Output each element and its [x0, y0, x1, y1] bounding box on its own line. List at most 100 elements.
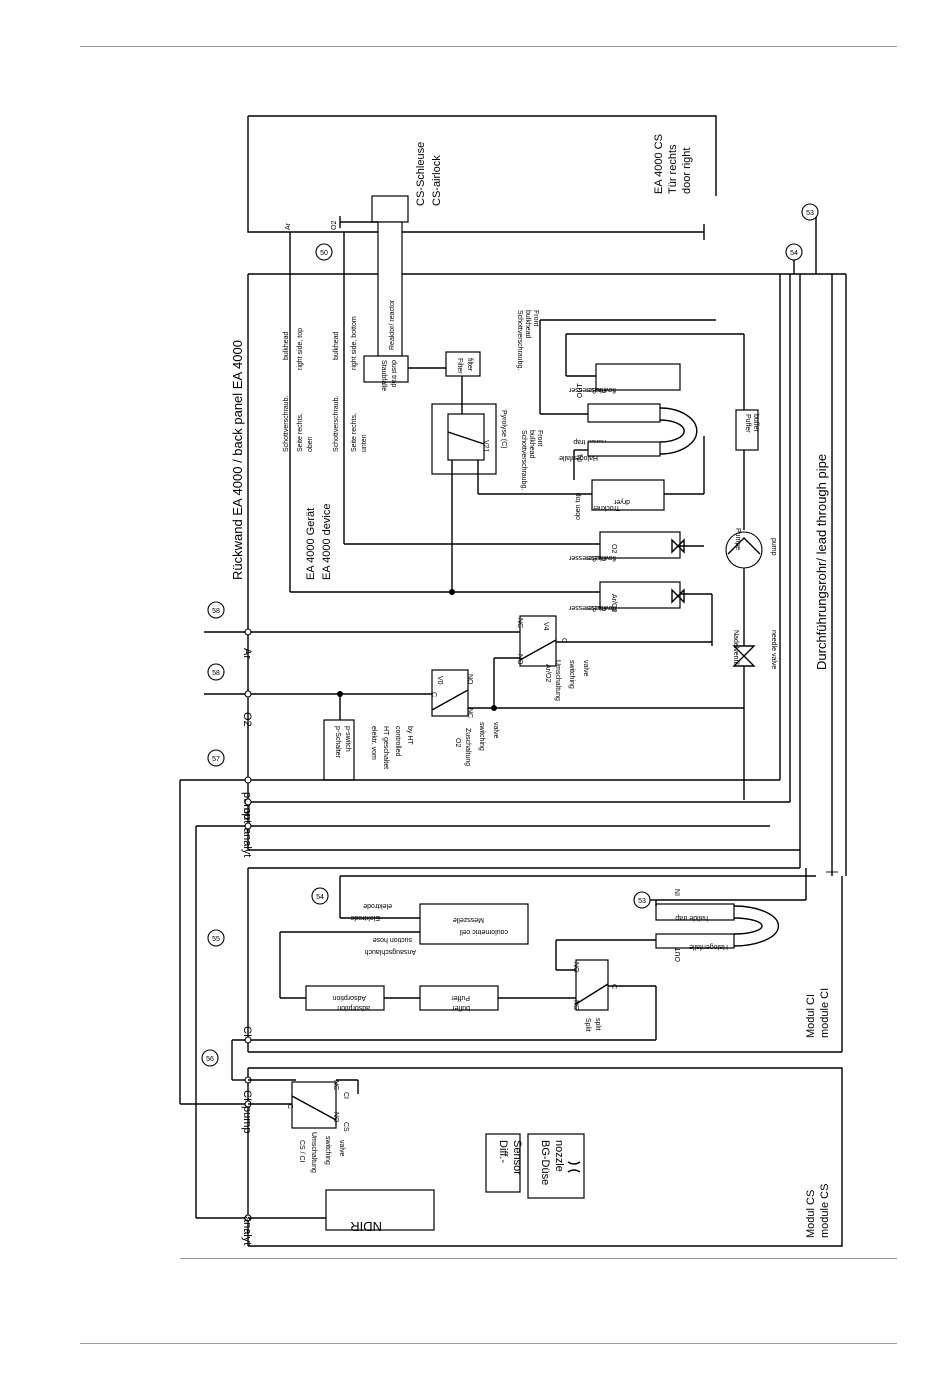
svg-text:valve: valve — [582, 660, 589, 676]
port-pump-cs: pump — [241, 1106, 253, 1134]
device-labels: Rückwand EA 4000 / back panel EA 4000 EA… — [230, 316, 368, 580]
svg-text:C: C — [286, 1104, 293, 1109]
svg-text:Halogenfalle: Halogenfalle — [559, 454, 598, 461]
svg-text:Nadelventil: Nadelventil — [732, 630, 739, 665]
svg-text:Pyrolyse (C): Pyrolyse (C) — [500, 410, 507, 449]
svg-text:halide trap: halide trap — [675, 914, 708, 921]
svg-text:split: split — [594, 1018, 601, 1031]
port-ci: CI — [241, 1026, 253, 1037]
top-en: right side, top — [297, 328, 304, 370]
filter — [445, 351, 481, 377]
port-ar: Ar — [241, 648, 253, 659]
svg-text:53: 53 — [638, 898, 646, 905]
bot-de2: unten — [361, 434, 368, 452]
svg-text:suction hose: suction hose — [373, 936, 412, 943]
bulkhead2-en: bulkhead — [333, 331, 340, 360]
valve-v21 — [447, 413, 485, 461]
svg-text:pump: pump — [770, 538, 777, 556]
svg-text:HT geschaltet: HT geschaltet — [382, 726, 389, 769]
svg-text:Elektrode: Elektrode — [350, 914, 380, 921]
adsorption — [305, 985, 385, 1011]
valve-v4 — [519, 615, 557, 667]
svg-text:adsorption: adsorption — [337, 1004, 370, 1011]
back-panel-ports: Ar O2 pump out analyt — [180, 274, 791, 857]
svg-text:IN: IN — [675, 889, 682, 896]
svg-text:Front: Front — [532, 310, 539, 326]
port-ci-cs: CI — [241, 1090, 253, 1101]
coulometric-cell — [419, 903, 529, 945]
ea4000cs-label: EA 4000 CS — [653, 134, 665, 194]
svg-text:Puffer: Puffer — [744, 414, 751, 433]
svg-text:56: 56 — [206, 1056, 214, 1063]
svg-text:50: 50 — [320, 250, 328, 257]
svg-text:Diff.-: Diff.- — [497, 1140, 509, 1163]
connector-57: 57 — [207, 749, 225, 767]
svg-text:Modul CS: Modul CS — [805, 1190, 817, 1238]
ci-buffer — [419, 985, 499, 1011]
connector-55: 55 — [207, 929, 225, 947]
bot-de1: Seite rechts, — [351, 413, 358, 452]
port-pump: pump — [241, 792, 253, 820]
svg-text:Ar/O2: Ar/O2 — [610, 594, 617, 612]
svg-text:C: C — [560, 638, 567, 643]
svg-text:Front: Front — [536, 430, 543, 446]
svg-text:55: 55 — [212, 936, 220, 943]
connector-58-ar: 58 — [207, 601, 225, 619]
svg-text:Zuschaltung: Zuschaltung — [464, 728, 471, 766]
connector-58-o2: 58 — [207, 663, 225, 681]
bulkhead1-en: bulkhead — [283, 331, 290, 360]
svg-text:O2: O2 — [454, 738, 461, 747]
svg-text:Adsorption: Adsorption — [332, 994, 366, 1001]
svg-text:Flußmesser: Flußmesser — [568, 386, 606, 393]
svg-text:valve: valve — [338, 1140, 345, 1156]
svg-text:O2: O2 — [610, 544, 617, 553]
svg-text:Trockner: Trockner — [592, 504, 620, 511]
flowmeters: Flußmesser flowmeter Flußmesser flowmete… — [290, 333, 745, 612]
svg-text:buffer: buffer — [452, 1004, 470, 1011]
svg-text:elektrode: elektrode — [363, 902, 392, 909]
svg-text:bulkhead: bulkhead — [524, 310, 531, 339]
svg-text:Flußmesser: Flußmesser — [568, 604, 606, 611]
svg-text:Flußmesser: Flußmesser — [568, 554, 606, 561]
svg-text:module CS: module CS — [819, 1184, 831, 1238]
svg-text:by HT: by HT — [406, 726, 413, 745]
connector-54-ci: 54 — [311, 887, 329, 905]
halide-trap-out — [587, 403, 661, 423]
ci-halogen-trap — [655, 933, 735, 949]
svg-text:elektr. vom: elektr. vom — [370, 726, 377, 760]
top-de1: Seite rechts, — [297, 413, 304, 452]
flowmeter-top — [595, 363, 681, 391]
airlock-en: CS-airlock — [431, 155, 443, 206]
svg-text:p-Schalter: p-Schalter — [334, 726, 341, 759]
p-switch-box — [323, 719, 355, 781]
svg-text:flowmeter: flowmeter — [585, 554, 616, 561]
svg-text:Messzelle: Messzelle — [453, 916, 484, 923]
svg-text:bulkhead: bulkhead — [528, 430, 535, 459]
halide-dryer: halide trap Halogenfalle OUT IN Trockner… — [539, 319, 716, 520]
diff-sensor — [485, 1133, 521, 1193]
buffer-device — [735, 409, 759, 451]
connector-54-top: 54 — [785, 243, 803, 261]
panel-outlines — [247, 115, 847, 1247]
svg-text:OUT: OUT — [675, 947, 682, 963]
svg-text:NC: NC — [466, 708, 473, 718]
svg-text:Umschaltung: Umschaltung — [554, 660, 561, 701]
p-switch: p-Schalter p-switch elektr. vom HT gesch… — [323, 719, 413, 781]
svg-text:NDIR: NDIR — [350, 1219, 382, 1234]
svg-text:58: 58 — [212, 608, 220, 615]
svg-text:Ansaugschlauch: Ansaugschlauch — [365, 948, 416, 955]
svg-text:Ar/O2: Ar/O2 — [544, 664, 551, 682]
connector-56: 56 — [201, 1049, 219, 1067]
svg-text:CS: CS — [342, 1122, 349, 1132]
o2-small: O2 — [331, 221, 338, 230]
top-de2: oben — [307, 436, 314, 452]
reactor-label: Reaktor/ reactor — [389, 299, 396, 350]
port-analyt: analyt — [241, 828, 253, 857]
figure-bottom-rule — [180, 1258, 897, 1259]
svg-text:57: 57 — [212, 756, 220, 763]
ci-halide-trap — [655, 903, 735, 921]
svg-text:NO: NO — [332, 1112, 339, 1123]
svg-text:V0: V0 — [436, 676, 443, 685]
bulkhead-front-labels: Schottverschraubg. bulkhead Front Schott… — [516, 310, 543, 490]
